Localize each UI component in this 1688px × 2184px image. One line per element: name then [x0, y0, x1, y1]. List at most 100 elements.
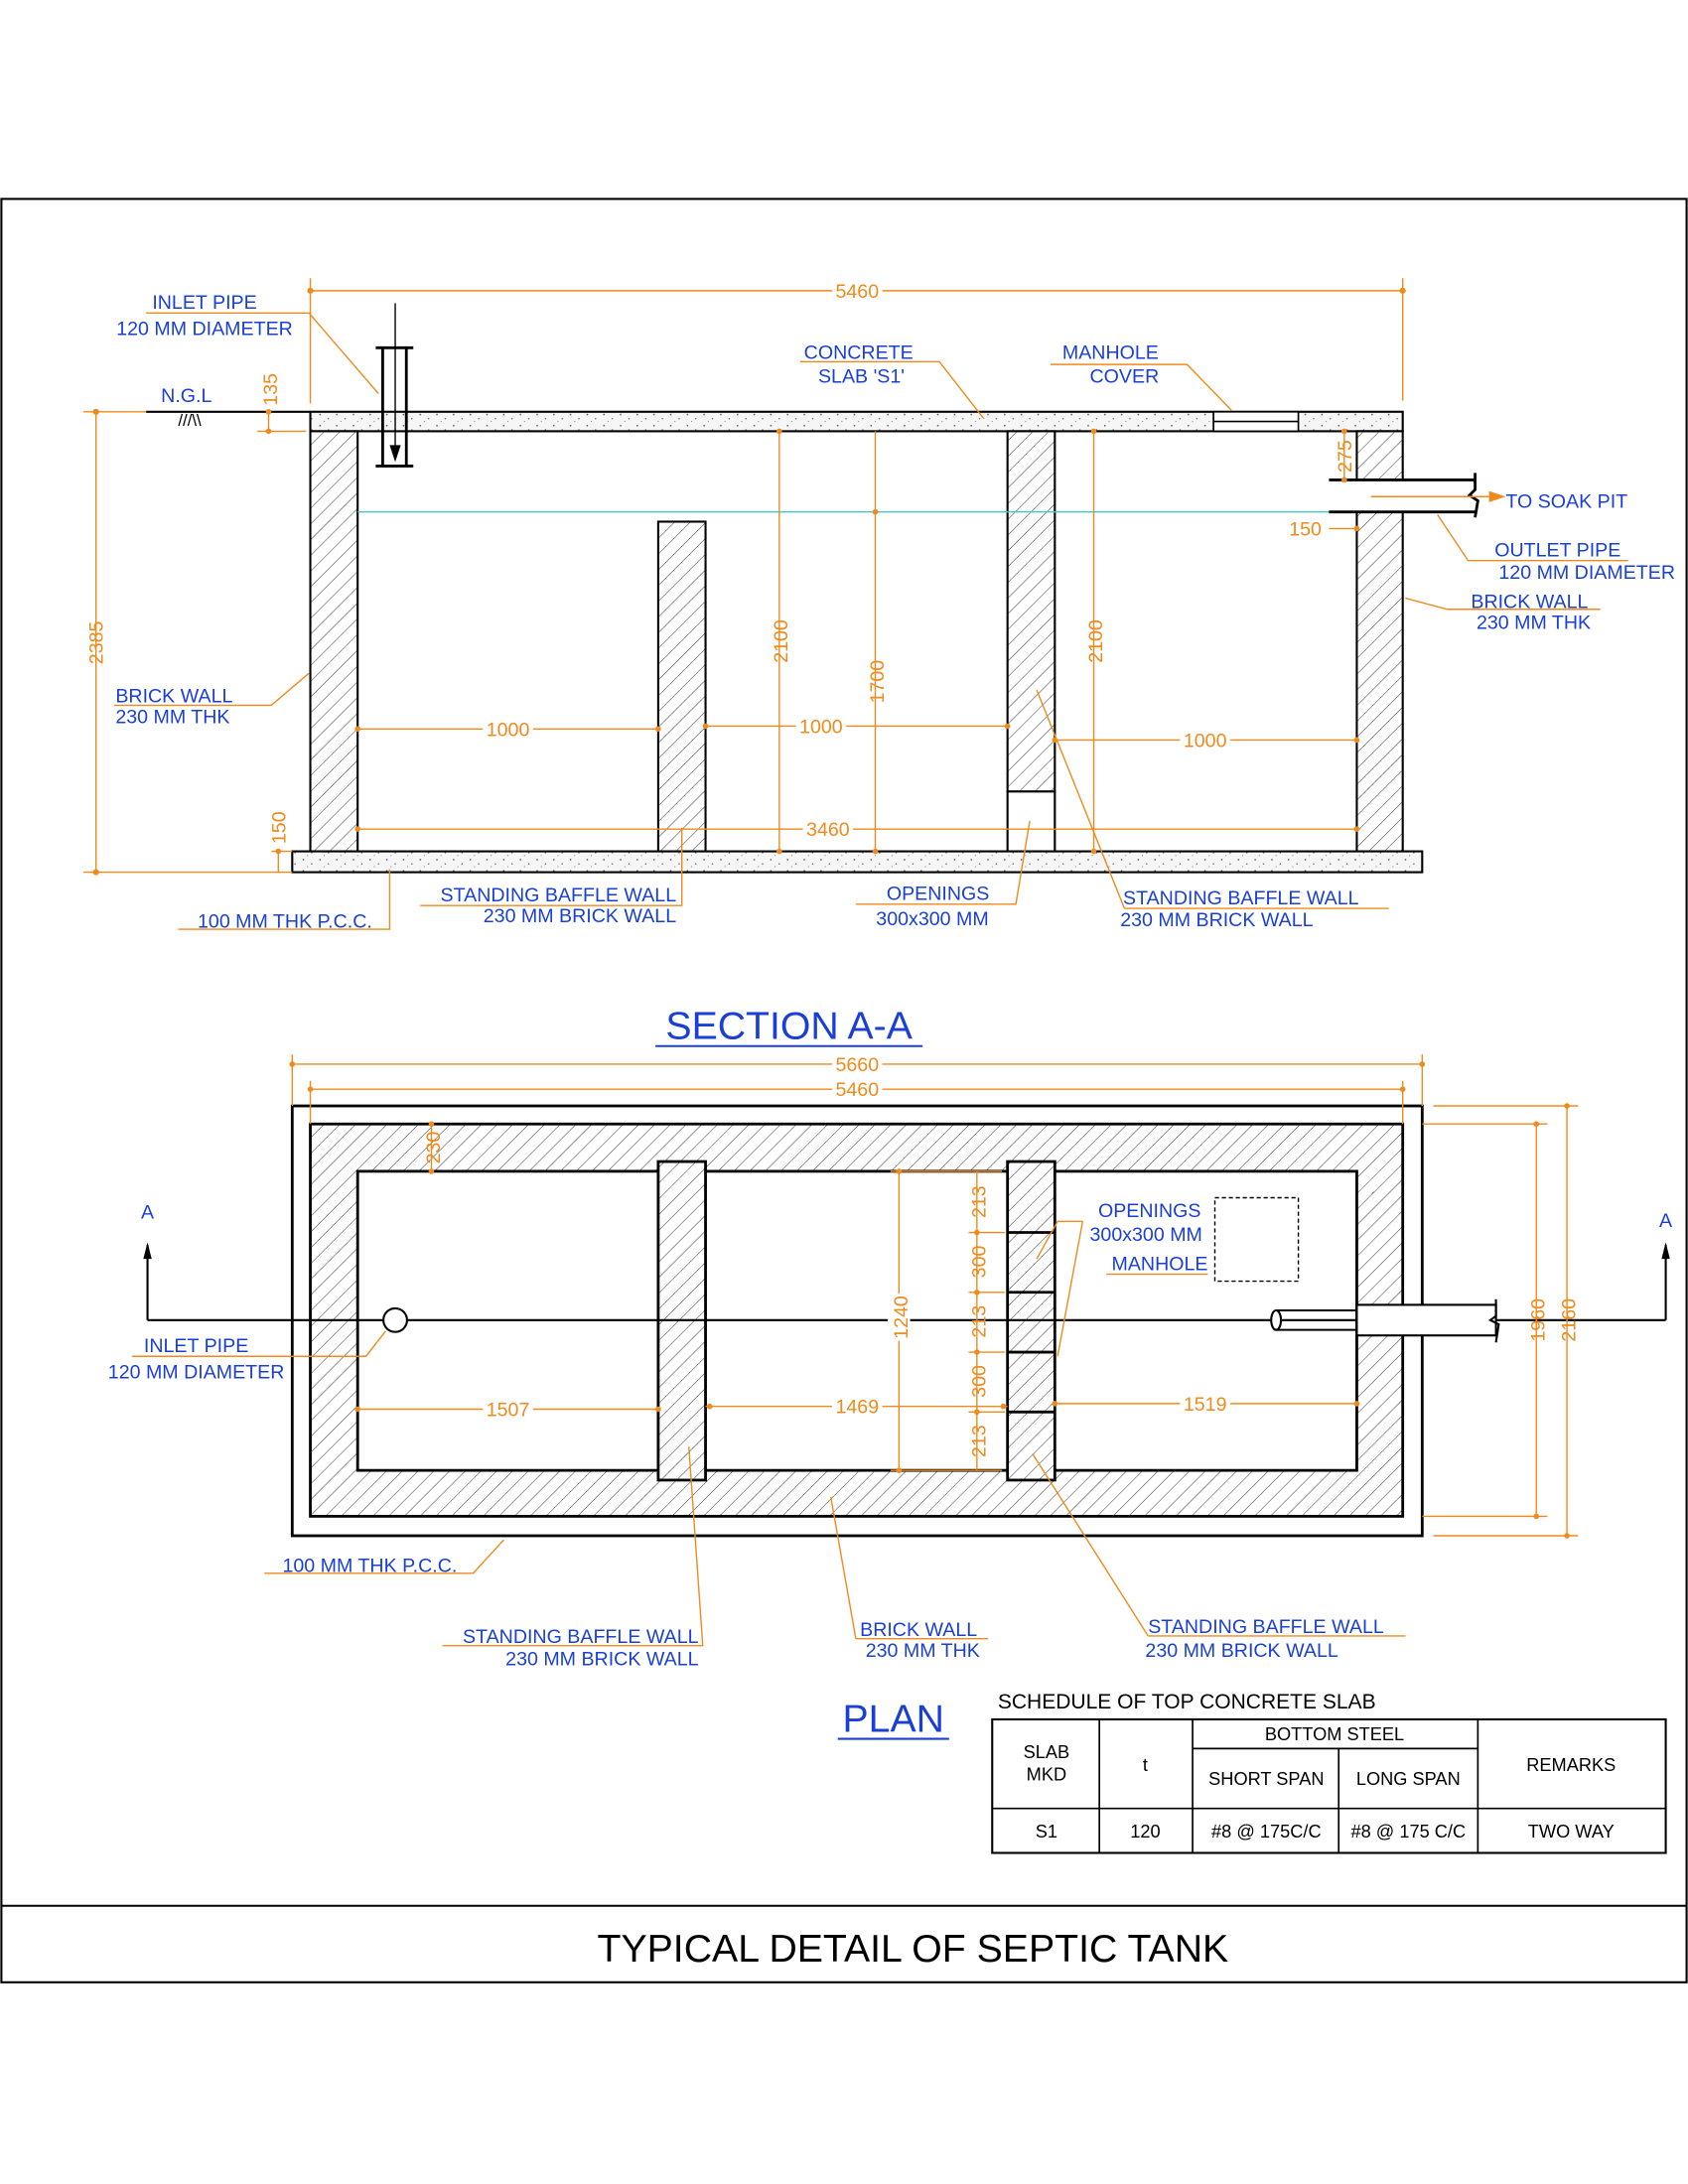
header-slab: SLAB: [1024, 1742, 1070, 1762]
drawing-frame: [0, 198, 1688, 1983]
dim-plan-width: 1960: [1528, 1298, 1550, 1342]
dim-slab-above-ngl: 135: [260, 373, 282, 406]
header-remarks: REMARKS: [1526, 1755, 1616, 1775]
label-baffle2-brick: 230 MM BRICK WALL: [1120, 909, 1313, 931]
dim-plan-inner-width: 1240: [891, 1296, 913, 1339]
dim-outlet-drop: 150: [1289, 518, 1322, 540]
header-t: t: [1143, 1755, 1148, 1775]
label-openings: OPENINGS: [887, 884, 990, 905]
plan-label-baffle2-brick: 230 MM BRICK WALL: [1145, 1640, 1337, 1662]
section-mark-right: A: [1659, 1210, 1673, 1232]
outlet-pipe: [1329, 473, 1506, 518]
plan-label-inlet-diameter: 120 MM DIAMETER: [108, 1362, 285, 1384]
header-long-span: LONG SPAN: [1356, 1769, 1461, 1789]
plan-label-brick: BRICK WALL: [860, 1619, 977, 1641]
label-cover: COVER: [1090, 365, 1160, 387]
plan-label-inlet: INLET PIPE: [144, 1335, 248, 1357]
cell-short-span: #8 @ 175C/C: [1211, 1822, 1322, 1842]
header-short-span: SHORT SPAN: [1208, 1769, 1324, 1789]
plan-outlet-pipe: [1270, 1298, 1500, 1343]
left-wall: [309, 430, 359, 853]
dim-bay1: 1000: [487, 719, 530, 741]
dim-plan-outer-width: 2160: [1558, 1298, 1580, 1342]
label-ngl: N.G.L: [161, 385, 211, 407]
plan-openings: [1007, 1231, 1055, 1414]
cell-long-span: #8 @ 175 C/C: [1350, 1822, 1466, 1842]
label-to-soak-pit: TO SOAK PIT: [1505, 490, 1627, 512]
label-inlet-pipe: INLET PIPE: [152, 292, 256, 314]
baffle-wall-2: [1006, 430, 1056, 793]
label-outlet-diameter: 120 MM DIAMETER: [1498, 562, 1675, 584]
schedule-title: SCHEDULE OF TOP CONCRETE SLAB: [998, 1691, 1376, 1713]
section-leaders: [113, 312, 1628, 930]
pcc-base: [291, 850, 1424, 874]
dim-chain-2: 300: [968, 1246, 990, 1279]
drawing-title: TYPICAL DETAIL OF SEPTIC TANK: [598, 1927, 1229, 1971]
plan-inlet-pipe: [382, 1306, 408, 1333]
label-brick-thk-right: 230 MM THK: [1477, 612, 1591, 633]
baffle-opening: [1006, 790, 1056, 853]
plan-title: PLAN: [843, 1698, 944, 1741]
dim-plan-bay3: 1519: [1184, 1394, 1227, 1416]
label-baffle1: STANDING BAFFLE WALL: [441, 885, 677, 906]
dim-chain-1: 213: [968, 1185, 990, 1218]
ngl-symbol-icon: ///\\: [178, 411, 202, 430]
plan-label-brick-thk: 230 MM THK: [866, 1640, 980, 1662]
label-brick-wall-left: BRICK WALL: [115, 686, 232, 708]
label-brick-thk-left: 230 MM THK: [115, 707, 229, 729]
dim-pcc: 150: [268, 811, 290, 844]
plan-view: A A 5660 5460 230 1507 1469: [108, 1052, 1673, 1741]
label-pcc: 100 MM THK P.C.C.: [198, 911, 372, 933]
plan-label-manhole: MANHOLE: [1111, 1253, 1207, 1275]
dim-depth-left: 2100: [771, 619, 792, 663]
section-mark-left: A: [141, 1202, 155, 1224]
header-bottom-steel: BOTTOM STEEL: [1265, 1724, 1404, 1744]
plan-label-baffle1-brick: 230 MM BRICK WALL: [505, 1648, 698, 1670]
cell-remarks: TWO WAY: [1528, 1822, 1615, 1842]
dim-plan-bay1: 1507: [487, 1399, 530, 1421]
right-wall-upper: [1355, 430, 1404, 481]
arrow-up-icon: [143, 1242, 152, 1260]
dim-plan-wall: 230: [423, 1132, 445, 1164]
plan-leaders: [132, 1220, 1406, 1647]
label-baffle2: STANDING BAFFLE WALL: [1123, 887, 1359, 909]
label-baffle1-brick: 230 MM BRICK WALL: [484, 905, 676, 927]
dim-plan-overall: 5460: [835, 1079, 879, 1101]
inlet-pipe: [375, 303, 414, 468]
dim-overall: 5460: [835, 281, 879, 303]
slab-schedule-table: SCHEDULE OF TOP CONCRETE SLAB SLAB MKD t…: [991, 1691, 1667, 1854]
cell-t: 120: [1130, 1822, 1160, 1842]
dim-outlet-top: 275: [1335, 440, 1356, 473]
dim-depth-total: 2385: [86, 620, 108, 664]
dim-water-depth: 1700: [867, 660, 889, 704]
table-row: S1 120 #8 @ 175C/C #8 @ 175 C/C TWO WAY: [1036, 1822, 1615, 1842]
top-slab: [309, 410, 1404, 433]
plan-label-baffle1: STANDING BAFFLE WALL: [463, 1626, 699, 1648]
dim-bay2: 1000: [799, 716, 843, 738]
right-wall-lower: [1355, 510, 1404, 853]
label-manhole: MANHOLE: [1062, 342, 1159, 364]
plan-label-pcc: 100 MM THK P.C.C.: [283, 1555, 458, 1576]
plan-dimensions: 5660 5460 230 1507 1469 1519 1240 213: [289, 1052, 1580, 1539]
dim-chain-4: 300: [968, 1365, 990, 1398]
cell-slab: S1: [1036, 1822, 1057, 1842]
label-brick-wall-right: BRICK WALL: [1471, 591, 1588, 613]
arrow-up-icon: [1661, 1242, 1670, 1260]
plan-label-openings: OPENINGS: [1098, 1200, 1201, 1222]
dim-bay3: 1000: [1184, 730, 1227, 751]
section-dimensions: 5460 2385 135 150 2100 1700 2100 1000 10…: [83, 278, 1406, 876]
dim-inner: 3460: [806, 819, 850, 841]
dim-plan-bay2: 1469: [835, 1397, 879, 1419]
dim-chain-3: 213: [968, 1305, 990, 1338]
plan-label-baffle2: STANDING BAFFLE WALL: [1148, 1616, 1384, 1638]
dim-depth-right: 2100: [1085, 619, 1107, 663]
section-view: ///\\ 5460 2385 135 150 2100 1700 2100: [83, 278, 1675, 1048]
label-concrete: CONCRETE: [804, 342, 914, 364]
label-openings-size: 300x300 MM: [876, 908, 988, 930]
baffle-wall-1: [656, 520, 707, 853]
label-slab-s1: SLAB 'S1': [818, 365, 905, 387]
label-outlet-pipe: OUTLET PIPE: [1494, 540, 1620, 562]
header-mkd: MKD: [1027, 1765, 1066, 1785]
dim-chain-5: 213: [968, 1425, 990, 1457]
